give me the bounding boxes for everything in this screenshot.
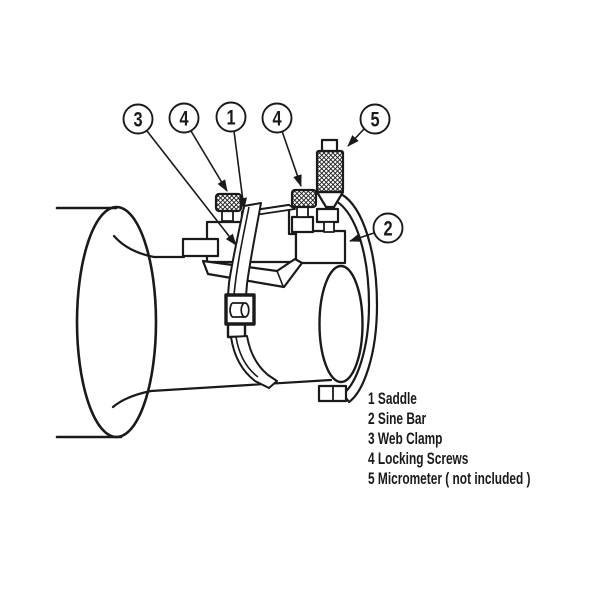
callout-3-label: 3 bbox=[133, 108, 142, 131]
sine-bar-arc bbox=[334, 192, 379, 404]
micrometer-neck bbox=[323, 221, 335, 233]
legend-item-1: 1 Saddle bbox=[368, 390, 417, 409]
callout-4-right-label: 4 bbox=[272, 107, 282, 130]
legend-item-4: 4 Locking Screws bbox=[368, 450, 468, 469]
callout-2: 2 bbox=[372, 212, 404, 244]
callout-1: 1 bbox=[215, 101, 247, 133]
callout-3: 3 bbox=[122, 103, 154, 135]
cylinder-end-face bbox=[318, 264, 364, 384]
legend-item-3: 3 Web Clamp bbox=[368, 430, 442, 449]
callout-5-label: 5 bbox=[370, 108, 379, 131]
leader-line-4-left bbox=[190, 130, 228, 192]
callout-4-right: 4 bbox=[261, 102, 293, 134]
locking-screw-left-stem bbox=[221, 210, 234, 222]
leader-line-2 bbox=[349, 232, 375, 242]
sine-bar bbox=[317, 192, 379, 404]
callout-2-label: 2 bbox=[383, 217, 392, 240]
locking-screws bbox=[214, 188, 318, 222]
legend-list: 1 Saddle 2 Sine Bar 3 Web Clamp 4 Lockin… bbox=[368, 390, 531, 489]
workpiece bbox=[55, 205, 364, 439]
leader-line-4-right bbox=[281, 130, 302, 187]
locking-screw-right-head bbox=[290, 188, 318, 209]
callout-4-left-label: 4 bbox=[179, 107, 189, 130]
web-clamp-strap-lower-edge bbox=[235, 336, 259, 378]
sine-bar-block bbox=[294, 229, 347, 265]
leader-line-1 bbox=[233, 130, 247, 210]
legend: 1 Saddle 2 Sine Bar 3 Web Clamp 4 Lockin… bbox=[368, 390, 531, 489]
web-clamp-strap-lower bbox=[230, 335, 278, 389]
cylinder-top-edge bbox=[112, 234, 186, 259]
legend-item-2: 2 Sine Bar bbox=[368, 410, 426, 429]
web-clamp-buckle-pin-end bbox=[240, 302, 250, 318]
saddle-left-block bbox=[181, 237, 220, 258]
web-clamp-strap-upper-edge bbox=[233, 206, 250, 296]
web-clamp bbox=[224, 202, 278, 389]
micrometer-taper bbox=[315, 190, 345, 209]
legend-item-5: 5 Micrometer ( not included ) bbox=[368, 470, 531, 489]
bell-flange-ellipse bbox=[75, 205, 158, 439]
saddle-base-plate bbox=[201, 257, 304, 289]
leader-line-5 bbox=[347, 128, 365, 147]
micrometer bbox=[315, 138, 345, 233]
callouts: 3 4 1 4 5 2 bbox=[122, 101, 404, 244]
saddle-base-plate-corner bbox=[276, 270, 284, 287]
callout-5: 5 bbox=[359, 103, 391, 135]
leader-line-3 bbox=[146, 130, 237, 246]
cylinder-bottom-edge bbox=[111, 378, 333, 409]
web-clamp-buckle-pin bbox=[229, 302, 244, 318]
locking-screw-right-mount bbox=[290, 215, 315, 234]
callout-4-left: 4 bbox=[168, 102, 200, 134]
locking-screw-right-stem bbox=[296, 206, 309, 218]
locking-screw-left-head bbox=[214, 192, 243, 213]
web-clamp-lower-block bbox=[226, 322, 247, 339]
micrometer-thimble bbox=[315, 149, 345, 194]
micrometer-bracket bbox=[315, 207, 340, 224]
leader-lines bbox=[146, 128, 375, 246]
callout-1-label: 1 bbox=[226, 106, 235, 129]
micrometer-cap bbox=[320, 138, 339, 153]
